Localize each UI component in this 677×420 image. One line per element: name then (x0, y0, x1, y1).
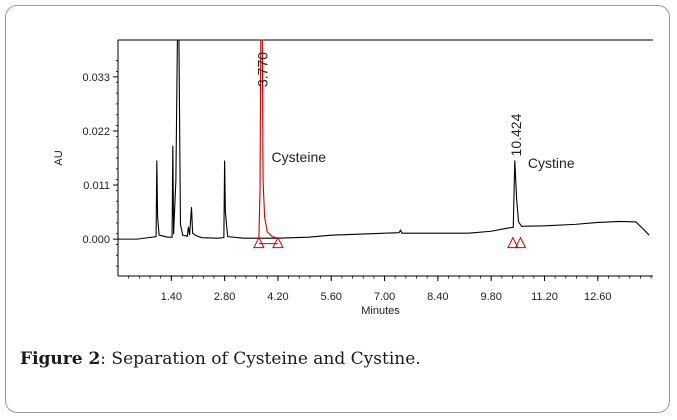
chromatogram-trace (118, 39, 650, 240)
peak-start-marker (253, 236, 265, 249)
figure-caption-text: : Separation of Cysteine and Cystine. (100, 349, 421, 369)
peak-name-label: Cystine (528, 155, 575, 171)
y-tick-label: 0.033 (82, 72, 110, 84)
peak-name-label: Cysteine (272, 149, 327, 165)
peak-end-marker (272, 236, 284, 249)
x-tick-label: 7.00 (374, 291, 395, 303)
x-tick-label: 8.40 (427, 291, 448, 303)
figure-caption: Figure 2: Separation of Cysteine and Cys… (20, 349, 421, 369)
x-axis-title: Minutes (361, 305, 400, 317)
retention-time-label: 10.424 (508, 113, 524, 156)
y-tick-label: 0.022 (82, 126, 110, 138)
x-tick-label: 12.60 (584, 291, 612, 303)
x-tick-label: 5.60 (321, 291, 342, 303)
x-tick-label: 9.80 (480, 291, 501, 303)
y-axis-title: AU (53, 150, 65, 165)
figure-label: Figure 2 (20, 349, 101, 369)
figure-frame (5, 5, 670, 413)
retention-time-label: 3.770 (255, 52, 271, 87)
peak-start-marker (507, 236, 519, 249)
x-tick-label: 11.20 (531, 291, 558, 303)
peak-end-marker (514, 236, 527, 249)
cysteine-peak-trace (258, 39, 279, 239)
plot-area: 0.000 0.011 0.022 0.033 1.40 2.80 4.20 5.60 7.00… (53, 39, 653, 317)
x-tick-label: 4.20 (267, 291, 288, 303)
x-tick-label: 1.40 (161, 291, 182, 303)
y-tick-label: 0.000 (82, 234, 110, 246)
y-tick-label: 0.011 (83, 180, 110, 192)
x-tick-label: 2.80 (214, 291, 235, 303)
